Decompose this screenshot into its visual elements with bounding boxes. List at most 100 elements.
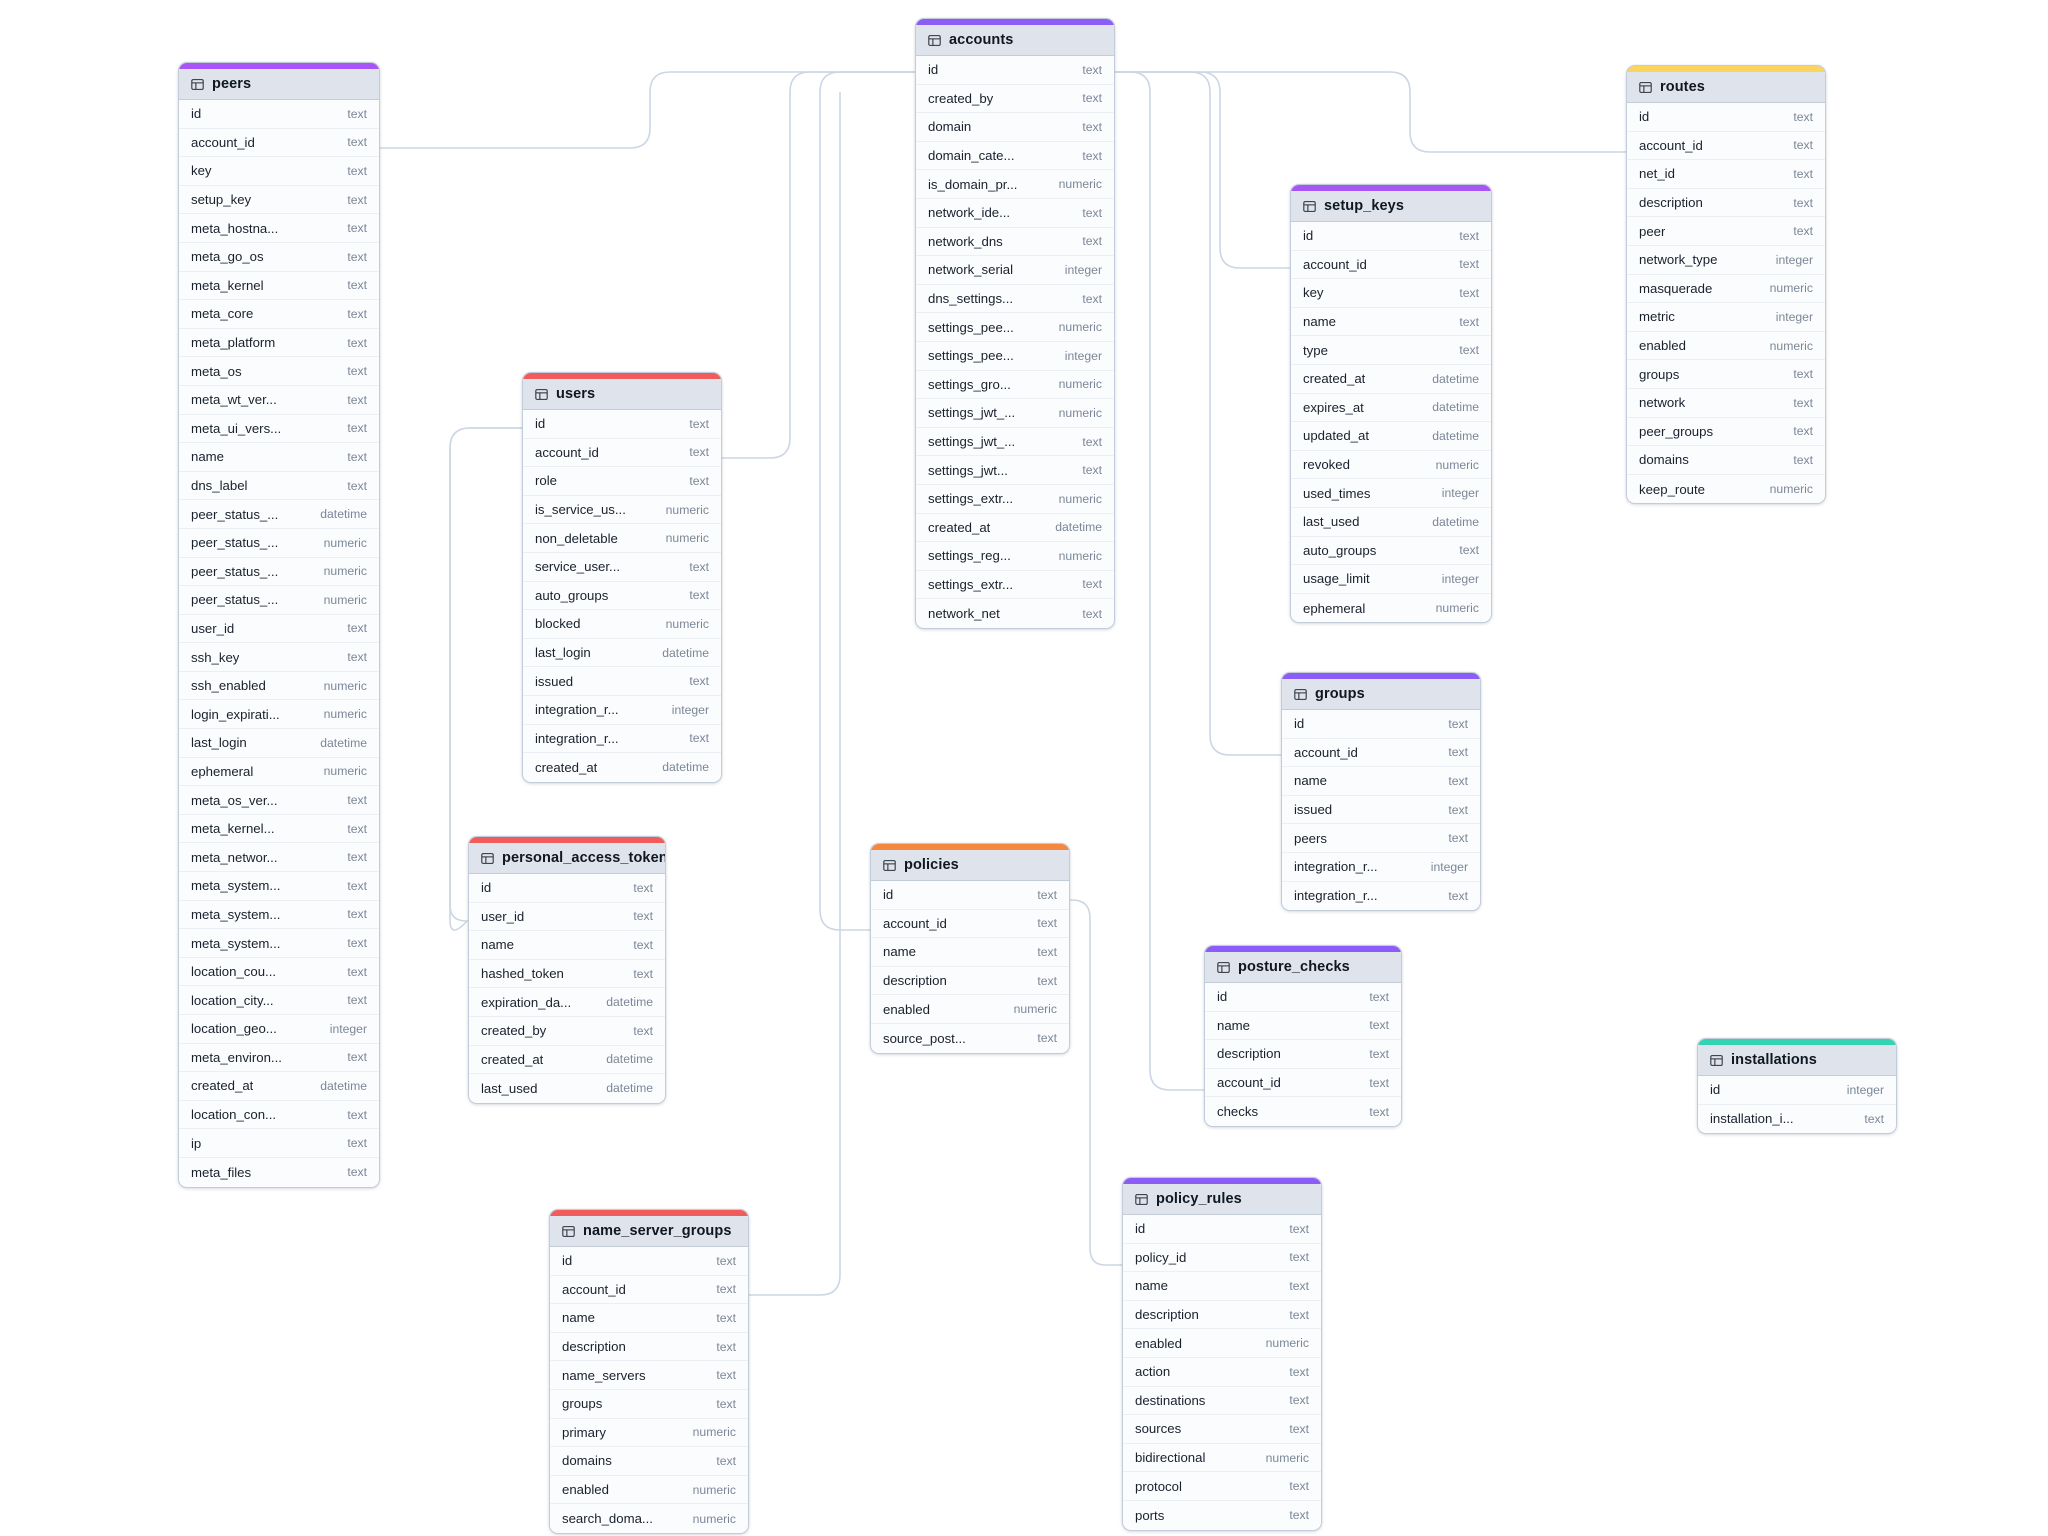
field-row-accounts-dns_settings[interactable]: dns_settings...text [916, 284, 1114, 314]
field-row-personal_access_tokens-expiration_da[interactable]: expiration_da...datetime [469, 988, 665, 1017]
field-row-policies-source_post[interactable]: source_post...text [871, 1023, 1069, 1053]
table-header[interactable]: routes [1627, 72, 1825, 103]
field-row-peers-location_cou[interactable]: location_cou...text [179, 957, 379, 987]
field-row-peers-location_geo[interactable]: location_geo...integer [179, 1015, 379, 1044]
field-row-peers-location_con[interactable]: location_con...text [179, 1100, 379, 1130]
table-header[interactable]: name_server_groups [550, 1216, 748, 1247]
field-row-accounts-settings_reg[interactable]: settings_reg...numeric [916, 542, 1114, 571]
table-header[interactable]: posture_checks [1205, 952, 1401, 983]
field-row-groups-integration_r[interactable]: integration_r...integer [1282, 852, 1480, 882]
table-header[interactable]: policy_rules [1123, 1184, 1321, 1215]
field-row-accounts-network_ide[interactable]: network_ide...text [916, 198, 1114, 228]
field-row-users-integration_r[interactable]: integration_r...text [523, 724, 721, 754]
table-header[interactable]: personal_access_tokens [469, 843, 665, 874]
field-row-peers-meta_system[interactable]: meta_system...text [179, 872, 379, 901]
field-row-peers-meta_networ[interactable]: meta_networ...text [179, 843, 379, 873]
field-row-accounts-domain_cate[interactable]: domain_cate...text [916, 141, 1114, 171]
field-row-accounts-settings_extr[interactable]: settings_extr...numeric [916, 484, 1114, 514]
field-row-accounts-settings_pee[interactable]: settings_pee...integer [916, 341, 1114, 371]
table-header[interactable]: groups [1282, 679, 1480, 710]
field-row-name_server_groups-search_doma[interactable]: search_doma...numeric [550, 1504, 748, 1533]
field-row-peers-meta_system[interactable]: meta_system...text [179, 929, 379, 958]
field-row-peers-login_expirati[interactable]: login_expirati...numeric [179, 700, 379, 730]
field-row-users-is_service_us[interactable]: is_service_us...numeric [523, 495, 721, 525]
field-row-accounts-settings_extr[interactable]: settings_extr...text [916, 570, 1114, 600]
field-row-accounts-is_domain_pr[interactable]: is_domain_pr...numeric [916, 170, 1114, 199]
field-row-peers-meta_environ[interactable]: meta_environ...text [179, 1043, 379, 1073]
field-row-installations-installation_i[interactable]: installation_i...text [1698, 1104, 1896, 1134]
field-row-peers-peer_status_[interactable]: peer_status_...numeric [179, 557, 379, 587]
field-row-accounts-settings_jwt_[interactable]: settings_jwt_...numeric [916, 399, 1114, 428]
